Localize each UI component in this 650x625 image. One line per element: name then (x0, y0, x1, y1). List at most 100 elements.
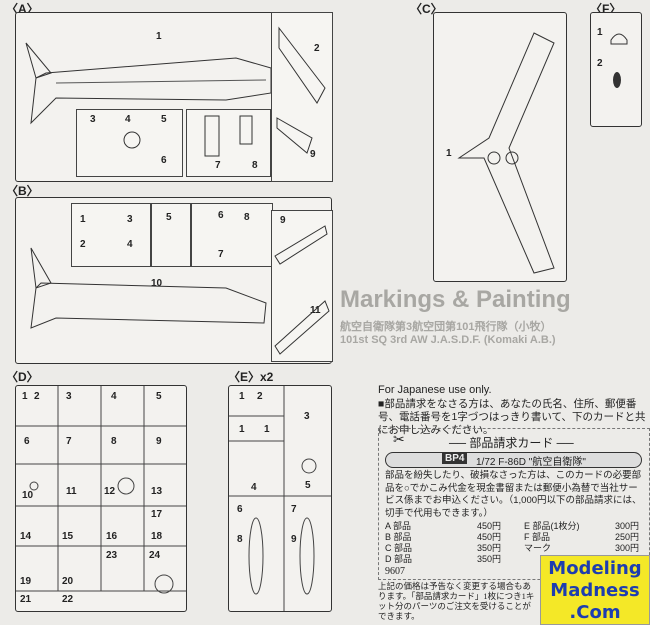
part-e-9: 9 (291, 534, 297, 545)
part-e-5: 5 (305, 480, 311, 491)
price-decal-label: マーク (524, 543, 552, 553)
part-f-1: 1 (597, 27, 603, 38)
price-a-label: A 部品 (385, 521, 412, 531)
part-b-5: 5 (166, 212, 172, 223)
part-d-8: 8 (111, 436, 117, 447)
modeling-madness-logo: Modeling Madness .Com (540, 555, 650, 625)
part-a-4: 4 (125, 114, 131, 125)
part-b-2: 2 (80, 239, 86, 250)
kit-code: BP4 (442, 453, 468, 464)
sprue-e: 1 2 3 1 1 4 5 6 8 7 9 (228, 385, 332, 612)
part-e-3: 3 (304, 411, 310, 422)
part-d-7: 7 (66, 436, 72, 447)
price-d: 350円 (477, 554, 502, 564)
wing-b-drawing (274, 225, 330, 355)
part-d-21: 21 (20, 594, 32, 605)
part-a-3: 3 (90, 114, 96, 125)
part-d-22: 22 (62, 594, 74, 605)
scissors-icon: ✂ (393, 431, 405, 447)
part-d-4: 4 (111, 391, 117, 402)
sprue-a-small-parts: 3 4 5 6 (76, 109, 183, 177)
price-d-label: D 部品 (385, 554, 413, 564)
card-title: ── 部品請求カード ── (449, 436, 574, 450)
part-d-1: 1 (22, 391, 28, 402)
part-e-8: 8 (237, 534, 243, 545)
price-e: 300円 (615, 521, 640, 531)
sprue-a-canopy-parts: 7 8 (186, 109, 271, 177)
part-a-6: 6 (161, 155, 167, 166)
order-footer: 上記の価格は予告なく変更する場合もあります。「部品請求カード」1枚につき1キット… (378, 581, 535, 621)
part-b-8: 8 (244, 212, 250, 223)
sprue-b-wing-box: 9 11 (271, 210, 333, 362)
logo-line3: .Com (569, 602, 621, 623)
part-d-9: 9 (156, 436, 162, 447)
part-a-9: 9 (310, 149, 316, 160)
order-code: 9607 (385, 566, 405, 577)
price-f-label: F 部品 (524, 532, 550, 542)
part-d-12: 12 (104, 486, 116, 497)
part-d-18: 18 (151, 531, 163, 542)
price-a: 450円 (477, 521, 502, 531)
order-instructions: ■部品請求をなさる方は、あなたの氏名、住所、郵便番号、電話番号を1字づつはっきり… (378, 398, 646, 436)
price-decal: 300円 (615, 543, 640, 553)
part-d-14: 14 (20, 531, 32, 542)
price-c-label: C 部品 (385, 543, 413, 553)
part-e-7: 7 (291, 504, 297, 515)
part-e-1b: 1 (239, 424, 245, 435)
part-d-11: 11 (66, 486, 77, 497)
cockpit-a-drawing (204, 115, 253, 157)
price-b: 450円 (477, 532, 502, 542)
logo-line1: Modeling (548, 558, 642, 579)
part-b-11: 11 (310, 305, 321, 316)
section-d-label: 〈D〉 (6, 370, 39, 384)
wing-a-drawing (278, 26, 326, 104)
fuselage-b-drawing (30, 247, 267, 329)
part-d-13: 13 (151, 486, 163, 497)
sprue-b-part5: 5 (151, 203, 191, 267)
part-a-7: 7 (215, 160, 221, 171)
part-d-16: 16 (106, 531, 118, 542)
part-b-3: 3 (127, 214, 133, 225)
sprue-c: 1 (433, 12, 567, 282)
price-c: 350円 (477, 543, 502, 553)
background-title: Markings & Painting (340, 286, 571, 313)
part-b-9: 9 (280, 215, 286, 226)
sprue-a: 1 2 9 3 4 5 6 7 8 (15, 12, 333, 182)
part-b-1: 1 (80, 214, 86, 225)
part-b-7: 7 (218, 249, 224, 260)
section-e-label: 〈E〉x2 (228, 370, 274, 384)
stabilizer-a-drawing (276, 117, 313, 154)
part-a-8: 8 (252, 160, 258, 171)
part-a-1: 1 (156, 31, 162, 42)
part-f-2: 2 (597, 58, 603, 69)
part-e-6: 6 (237, 504, 243, 515)
part-d-17: 17 (151, 509, 163, 520)
sprue-d: 1 2 3 4 5 6 7 8 9 10 11 12 13 14 15 16 1… (15, 385, 187, 612)
part-b-6: 6 (218, 210, 224, 221)
price-f: 250円 (615, 532, 640, 542)
part-e-1c: 1 (264, 424, 270, 435)
canopy-f-drawing (610, 33, 628, 88)
part-e-4: 4 (251, 482, 257, 493)
sprue-d-grid (16, 386, 186, 594)
kit-name: 1/72 F-86D "航空自衛隊" (476, 457, 586, 468)
background-line2: 101st SQ 3rd AW J.A.S.D.F. (Komaki A.B.) (340, 334, 556, 346)
part-e-1: 1 (239, 391, 245, 402)
part-b-10: 10 (151, 278, 163, 289)
card-text: 部品を紛失したり、破損なさった方は、このカードの必要部品を○でかこみ代金を現金書… (385, 470, 642, 519)
sprue-b-parts-6-8: 6 7 8 (191, 203, 273, 267)
sprue-e-grid (229, 386, 331, 611)
sprue-a-wing-box: 2 9 (271, 12, 333, 182)
part-a-2: 2 (314, 43, 320, 54)
sprue-b: 1 2 3 4 5 6 7 8 9 11 10 (15, 197, 333, 364)
part-d-3: 3 (66, 391, 72, 402)
sprue-f: 1 2 (590, 12, 642, 127)
part-d-5: 5 (156, 391, 162, 402)
part-b-4: 4 (127, 239, 133, 250)
background-line1: 航空自衛隊第3航空団第101飛行隊（小牧） (340, 321, 552, 333)
wheel-a-drawing (123, 131, 141, 149)
part-d-15: 15 (62, 531, 74, 542)
part-d-2: 2 (34, 391, 40, 402)
fuselage-a-drawing (25, 42, 272, 125)
part-d-20: 20 (62, 576, 74, 587)
